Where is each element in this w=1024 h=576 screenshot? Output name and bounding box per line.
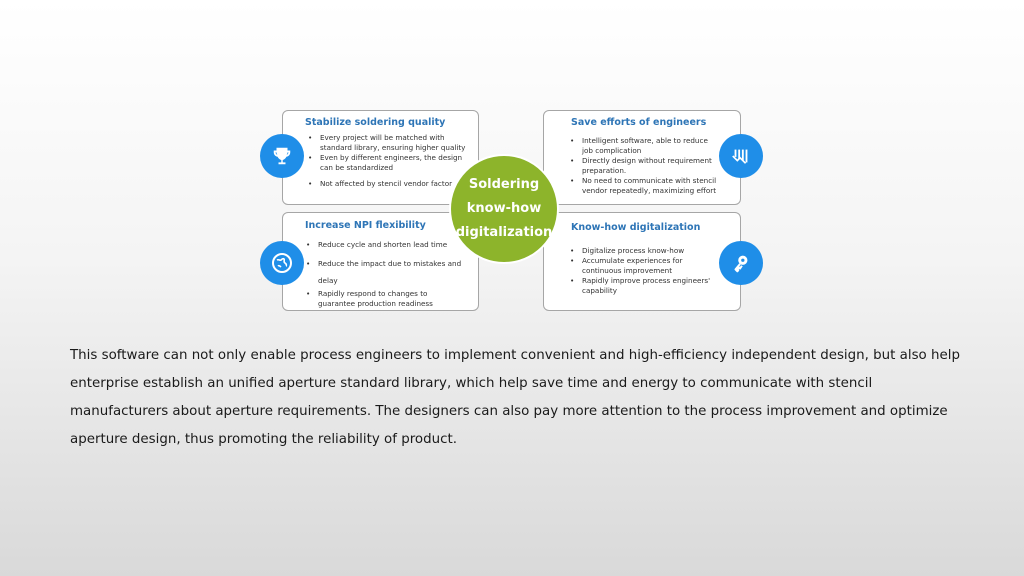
list-item: No need to communicate with stencil vend…: [568, 176, 718, 196]
list-item: Rapidly improve process engineers' capab…: [568, 276, 718, 296]
list-item: Accumulate experiences for continuous im…: [568, 256, 718, 276]
bullet-list: Every project will be matched with stand…: [306, 133, 466, 189]
chart-icon: [719, 134, 763, 178]
center-label-line3: digitalization: [455, 225, 553, 240]
card-title: Increase NPI flexibility: [305, 220, 426, 231]
card-title: Save efforts of engineers: [571, 117, 707, 128]
card-stabilize-quality: Stabilize soldering quality Every projec…: [282, 110, 479, 205]
trophy-icon: [260, 134, 304, 178]
list-item: Reduce the impact due to mistakes and de…: [304, 255, 464, 289]
bullet-list: Intelligent software, able to reduce job…: [568, 136, 718, 196]
center-circle: Soldering know-how digitalization: [451, 156, 557, 262]
center-label-line1: Soldering: [468, 177, 540, 192]
list-item: Every project will be matched with stand…: [306, 133, 466, 153]
list-item: Rapidly respond to changes to guarantee …: [304, 289, 464, 309]
card-title: Stabilize soldering quality: [305, 117, 446, 128]
list-item: Reduce cycle and shorten lead time: [304, 240, 464, 250]
bullet-list: Reduce cycle and shorten lead time Reduc…: [304, 240, 464, 309]
key-icon: [719, 241, 763, 285]
bullet-list: Digitalize process know-how Accumulate e…: [568, 246, 718, 296]
list-item: Not affected by stencil vendor factor: [306, 179, 466, 189]
card-knowhow-digitalization: Know-how digitalization Digitalize proce…: [543, 212, 741, 311]
description-text: This software can not only enable proces…: [70, 348, 960, 447]
card-title: Know-how digitalization: [571, 222, 701, 233]
list-item: Intelligent software, able to reduce job…: [568, 136, 718, 156]
globe-icon: [260, 241, 304, 285]
list-item: Directly design without requirement prep…: [568, 156, 718, 176]
card-save-efforts: Save efforts of engineers Intelligent so…: [543, 110, 741, 205]
list-item: Even by different engineers, the design …: [306, 153, 466, 173]
center-label-line2: know-how: [466, 201, 542, 216]
list-item: Digitalize process know-how: [568, 246, 718, 256]
card-npi-flexibility: Increase NPI flexibility Reduce cycle an…: [282, 212, 479, 311]
